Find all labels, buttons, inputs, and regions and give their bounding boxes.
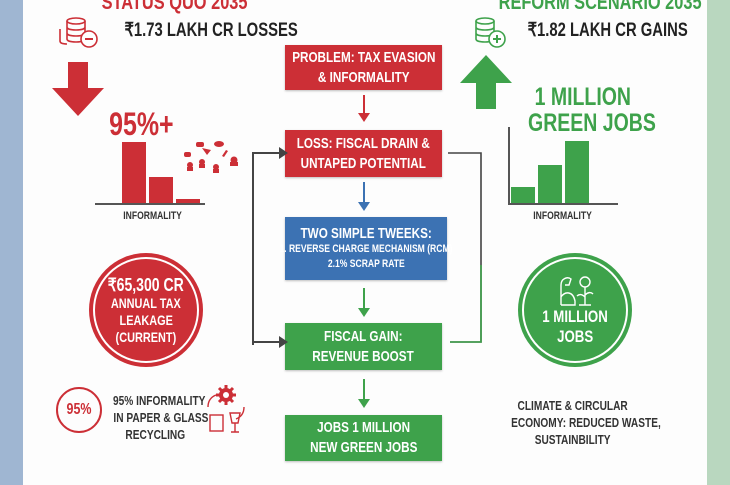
reform-title: REFORM SCENARIO 2035 xyxy=(498,0,702,14)
loss-box: LOSS: FISCAL DRAIN &UNTAPED POTENTIAL xyxy=(285,130,442,177)
chart-bar xyxy=(511,187,535,203)
left-border-strip xyxy=(0,0,23,485)
left-feedback-loop-arrow xyxy=(252,147,288,348)
recycling-gear-icon xyxy=(207,385,245,433)
right-border-strip xyxy=(707,0,730,485)
reform-chart-label: INFORMALITY xyxy=(533,210,592,222)
status-chart-label: INFORMALITY xyxy=(123,210,182,222)
informality-headline: 95%+ xyxy=(109,106,174,142)
down-arrow-icon xyxy=(52,62,104,116)
up-arrow-icon xyxy=(460,55,512,109)
chart-baseline xyxy=(508,203,618,205)
coins-minus-icon xyxy=(59,17,98,48)
green-jobs-headline: 1 MILLION GREEN JOBS xyxy=(528,83,656,137)
arrow-down-icon xyxy=(358,95,370,122)
tweaks-box: TWO SIMPLE TWEEKS: 1. REVERSE CHARGE MEC… xyxy=(279,217,453,280)
million-jobs-circle: 1 MILLION JOBS xyxy=(518,253,632,367)
right-feedback-loop-line xyxy=(448,152,482,343)
losses-amount: ₹1.73 LAKH CR LOSSES xyxy=(124,20,298,41)
arrow-down-icon xyxy=(358,379,370,408)
status-quo-title: STATUS QUO 2035 xyxy=(102,0,248,14)
climate-economy-note: CLIMATE & CIRCULAR ECONOMY: REDUCED WAST… xyxy=(511,398,661,447)
chart-bar xyxy=(149,177,173,203)
scattered-people-icons xyxy=(184,141,238,173)
chart-bar xyxy=(565,141,589,203)
tax-leakage-circle: ₹65,300 CR ANNUAL TAX LEAKAGE (CURRENT) xyxy=(89,253,203,367)
problem-box: PROBLEM: TAX EVASION& INFORMALITY xyxy=(285,45,442,90)
chart-bar xyxy=(176,199,200,203)
coins-plus-icon xyxy=(475,17,506,48)
gains-amount: ₹1.82 LAKH CR GAINS xyxy=(527,20,688,41)
chart-y-axis xyxy=(508,127,510,204)
recycling-informality-note: 95% INFORMALITY IN PAPER & GLASS RECYCLI… xyxy=(113,393,209,442)
arrow-down-icon xyxy=(358,288,370,317)
arrow-down-icon xyxy=(358,182,370,211)
chart-bar xyxy=(538,165,562,203)
chart-baseline xyxy=(95,203,205,205)
fiscal-gain-box: FISCAL GAIN:REVENUE BOOST xyxy=(285,323,442,370)
chart-bar xyxy=(122,142,146,203)
informality-badge: 95% xyxy=(56,387,102,433)
